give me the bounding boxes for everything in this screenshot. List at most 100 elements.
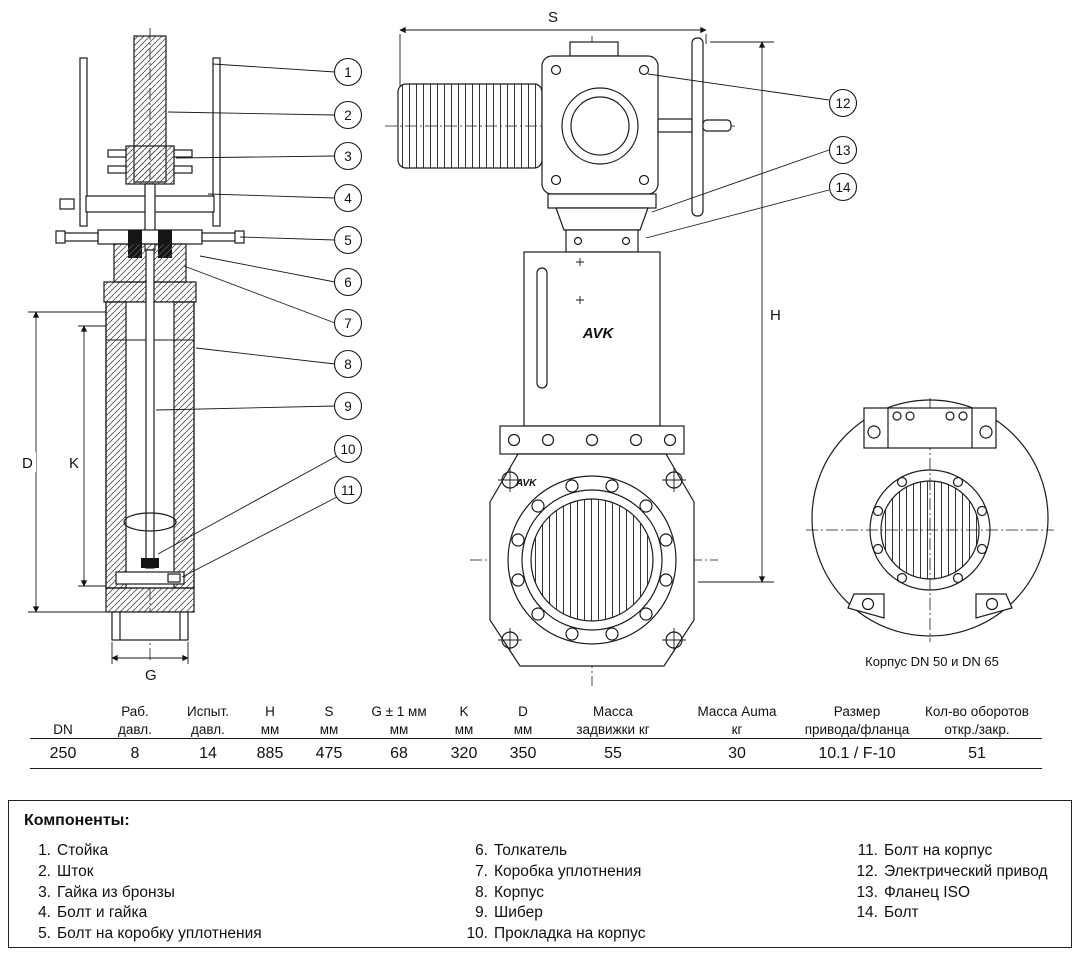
- actuator-motor: [397, 83, 543, 169]
- legend-item: 2.Шток: [38, 862, 94, 880]
- seat-port: [123, 512, 177, 532]
- callout-2: 2: [167, 100, 363, 130]
- callout-4: 4: [207, 183, 363, 213]
- legend-column-1: 1.Стойка 2.Шток 3.Гайка из бронзы 4.Болт…: [24, 841, 262, 945]
- front-view: AVK AVK: [385, 36, 735, 686]
- legend-item: 13.Фланец ISO: [856, 883, 970, 901]
- value-h: 885: [256, 745, 284, 762]
- handwheel-knob: [702, 119, 732, 132]
- legend-item: 9.Шибер: [475, 904, 543, 922]
- detail-view: [806, 398, 1054, 642]
- dim-H-label: H: [770, 307, 781, 324]
- stand-plate-right: [212, 57, 221, 227]
- legend-item: 1.Стойка: [38, 842, 109, 859]
- flange-bolt: [573, 236, 583, 246]
- detail-foot-right: [975, 593, 1013, 619]
- value-turns: 51: [968, 745, 986, 762]
- dim-G-label: G: [145, 667, 157, 684]
- handwheel: [691, 37, 704, 217]
- components-legend: Компоненты: 1.Стойка 2.Шток 3.Гайка из б…: [8, 800, 1072, 948]
- value-s: 475: [315, 745, 343, 762]
- dim-H: H: [698, 41, 781, 583]
- svg-text:3: 3: [344, 149, 352, 164]
- body-bolt: [167, 573, 181, 583]
- svg-text:12: 12: [835, 96, 850, 111]
- svg-text:4: 4: [344, 191, 352, 206]
- table-rule-top: [30, 738, 1042, 739]
- bottom-spigot: [111, 611, 189, 641]
- callout-12: 12: [647, 73, 858, 118]
- legend-column-2: 6.Толкатель 7.Коробка уплотнения 8.Корпу…: [461, 841, 646, 945]
- svg-text:13: 13: [835, 143, 850, 158]
- dim-S-label: S: [548, 9, 558, 26]
- detail-foot-left: [847, 593, 885, 619]
- legend-title: Компоненты:: [24, 812, 130, 829]
- callout-1: 1: [212, 57, 363, 87]
- value-d: 350: [509, 745, 537, 762]
- dim-K-label: K: [69, 455, 79, 472]
- svg-text:2: 2: [344, 108, 352, 123]
- value-dn: 250: [49, 745, 77, 762]
- iso-flange: [547, 193, 657, 209]
- legend-item: 6.Толкатель: [475, 842, 568, 859]
- avk-logo-small: AVK: [515, 478, 537, 489]
- value-auma-mass: 30: [728, 745, 746, 762]
- spec-table-value-row: 250 8 14 885 475 68 320 350 55 30 10.1 /…: [0, 739, 1082, 768]
- callout-14: 14: [645, 172, 858, 239]
- gate-opening: [530, 498, 654, 622]
- valve-technical-drawing: D K G: [20, 9, 1054, 686]
- callout-7: 7: [183, 265, 363, 338]
- header-working-pressure: Раб.давл.: [118, 704, 152, 737]
- svg-text:6: 6: [344, 275, 352, 290]
- dim-D-label: D: [22, 455, 33, 472]
- header-dn: DN: [53, 721, 73, 737]
- anchor-bolt: [59, 198, 75, 210]
- svg-text:14: 14: [835, 180, 851, 195]
- table-rule-bottom: [30, 768, 1042, 770]
- legend-column-3: 11.Болт на корпус 12.Электрический приво…: [851, 841, 1048, 924]
- value-working-pressure: 8: [130, 745, 140, 762]
- callout-10: 10: [157, 434, 363, 555]
- detail-top-bracket: [863, 407, 997, 449]
- flange-bolt: [621, 236, 631, 246]
- legend-item: 10.Прокладка на корпус: [466, 925, 646, 943]
- dim-K: K: [66, 325, 106, 587]
- legend-item: 12.Электрический привод: [856, 862, 1048, 880]
- dim-D: D: [20, 311, 112, 613]
- side-section-view: [55, 28, 245, 662]
- legend-item: 14.Болт: [856, 904, 919, 922]
- callout-13: 13: [651, 135, 858, 213]
- value-g: 68: [390, 745, 408, 762]
- legend-item: 5.Болт на коробку уплотнения: [38, 925, 262, 943]
- value-valve-mass: 55: [604, 745, 622, 762]
- legend-item: 11.Болт на корпус: [857, 842, 993, 859]
- dim-G: G: [111, 642, 189, 684]
- stand-plate-left: [79, 57, 88, 227]
- body-gasket-plate: [115, 571, 185, 585]
- gate-shiber: [145, 249, 155, 569]
- dim-S: S: [399, 9, 707, 86]
- svg-text:1: 1: [344, 65, 352, 80]
- callout-6: 6: [199, 255, 363, 297]
- value-test-pressure: 14: [199, 745, 217, 762]
- callout-8: 8: [195, 347, 363, 379]
- bronze-nut: [125, 145, 175, 185]
- gland-flange: [97, 229, 203, 245]
- legend-item: 7.Коробка уплотнения: [475, 862, 642, 880]
- svg-text:9: 9: [344, 399, 352, 414]
- svg-text:11: 11: [341, 483, 355, 498]
- callout-9: 9: [155, 391, 363, 421]
- legend-item: 4.Болт и гайка: [38, 904, 148, 922]
- header-test-pressure: Испыт.давл.: [187, 704, 229, 737]
- body-top-plate: [499, 425, 685, 455]
- value-drive-size: 10.1 / F-10: [818, 745, 896, 762]
